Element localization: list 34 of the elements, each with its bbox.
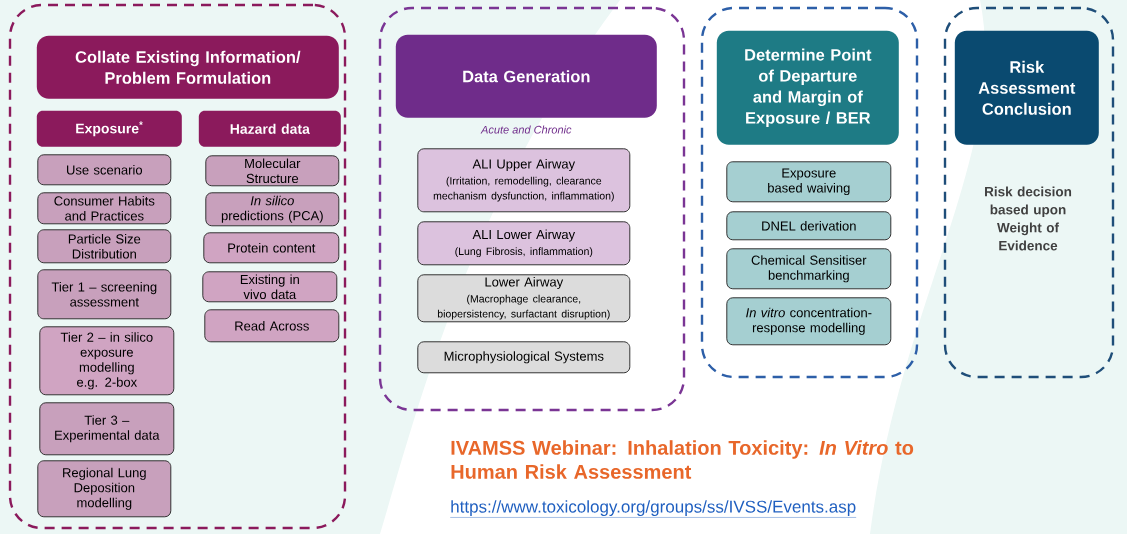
item-box: Protein content [203, 232, 340, 264]
item-box: Tier 1 – screening assessment [37, 269, 172, 320]
category-box: Exposure$^{*}$ [36, 110, 182, 147]
item-box: Regional Lung Deposition modelling [37, 460, 172, 518]
node-caption: Acute and Chronic [480, 125, 572, 134]
item-box: In silico predictions (PCA) [205, 192, 340, 227]
item-box: Particle Size Distribution [37, 229, 172, 264]
item-box: Microphysiological Systems [417, 341, 631, 374]
item-box: Chemical Sensitiser benchmarking [726, 248, 892, 290]
item-box: Use scenario [37, 154, 172, 186]
category-box: Hazard data [198, 110, 341, 147]
heading-box: Determine Point of Departure and Margin of Exposure / BER [716, 30, 899, 145]
item-box: Tier 2 – in silico exposure modelling e.g. 2-box [39, 326, 175, 396]
item-box: Molecular Structure [205, 155, 340, 187]
item-box: ALI Upper Airway (Irritation, remodelling, clearance mechanism dysfunction, inflammation) [417, 148, 631, 213]
web-link: https://www.toxicology.org/groups/ss/IVSS/Events.asp [450, 500, 857, 518]
item-box: ALI Lower Airway (Lung Fibrosis, inflammation) [417, 221, 631, 266]
item-box: Consumer Habits and Practices [37, 192, 172, 225]
dashed-panel [700, 6, 919, 379]
dashed-panel [943, 6, 1115, 379]
title-text: IVAMSS Webinar: Inhalation Toxicity: In Vitro to Human Risk Assessment [451, 440, 914, 479]
heading-box: Risk Assessment Conclusion [954, 30, 1099, 145]
note-text: Risk decision based upon Weight of Evidence [985, 186, 1072, 251]
heading-box: Data Generation [395, 34, 657, 118]
dashed-panel [378, 6, 686, 412]
item-box: Tier 3 – Experimental data [39, 402, 175, 456]
item-box: DNEL derivation [726, 211, 892, 241]
item-box: Existing in vivo data [202, 271, 338, 303]
dashed-panel [8, 3, 347, 530]
item-box: Exposure based waiving [726, 161, 892, 203]
item-box: Lower Airway (Macrophage clearance, biopersistency, surfactant disruption) [417, 274, 631, 323]
item-box: Read Across [204, 309, 340, 343]
item-box: In vitro concentration-response modelling [726, 297, 892, 346]
heading-box: Collate Existing Information/ Problem Formulation [36, 35, 339, 99]
